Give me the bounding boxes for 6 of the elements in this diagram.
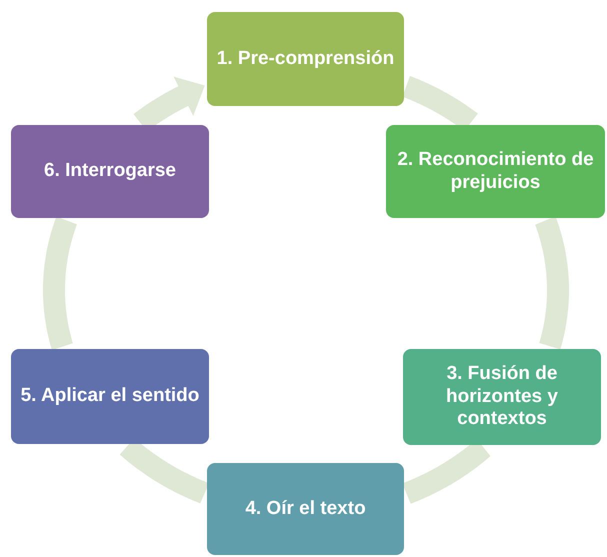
step-box: 6. Interrogarse [11, 125, 209, 218]
step-box: 2. Reconocimiento de prejuicios [386, 125, 605, 218]
step-box: 5. Aplicar el sentido [11, 349, 209, 444]
step-box: 4. Oír el texto [207, 463, 404, 555]
step-box: 1. Pre-comprensión [207, 12, 404, 106]
step-box: 3. Fusión de horizontes y contextos [403, 349, 601, 445]
